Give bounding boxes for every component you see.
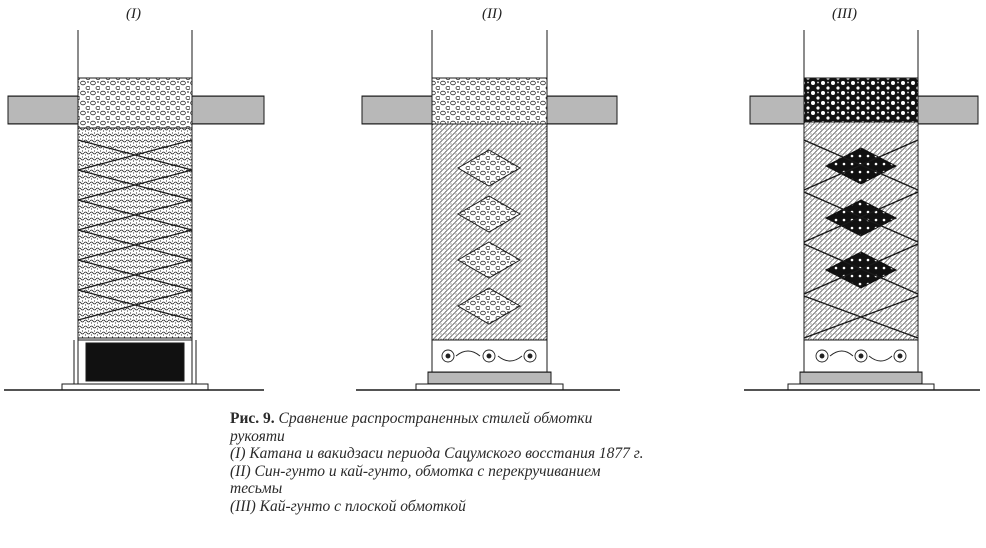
panel-label-1: (I) [126,6,141,22]
caption-label: Рис. 9. [230,410,275,427]
panel-label-2: (II) [482,6,502,22]
caption-item-1: (I) Катана и вакидзаси периода Сацумског… [230,445,644,463]
hilt-drawings [4,30,980,391]
caption-item-2-cont: тесьмы [230,480,283,498]
caption-title-2: рукояти [230,427,285,445]
figure-caption: Рис. 9. Сравнение распространенных стиле… [230,410,830,516]
hilt-diagram-1 [4,30,265,391]
hilt-diagram-2 [356,30,620,391]
caption-item-3: (III) Кай-гунто с плоской обмоткой [230,497,466,515]
caption-title-1: Сравнение распространенных стилей обмотк… [278,410,593,427]
hilt-diagram-3 [744,30,980,391]
caption-item-2: (II) Син-гунто и кай-гунто, обмотка с пе… [230,462,601,480]
caption-title-line: Рис. 9. Сравнение распространенных стиле… [230,410,830,428]
hilt-wrapping-figure: (I) (II) (III) [4,6,980,391]
panel-label-3: (III) [832,6,857,22]
